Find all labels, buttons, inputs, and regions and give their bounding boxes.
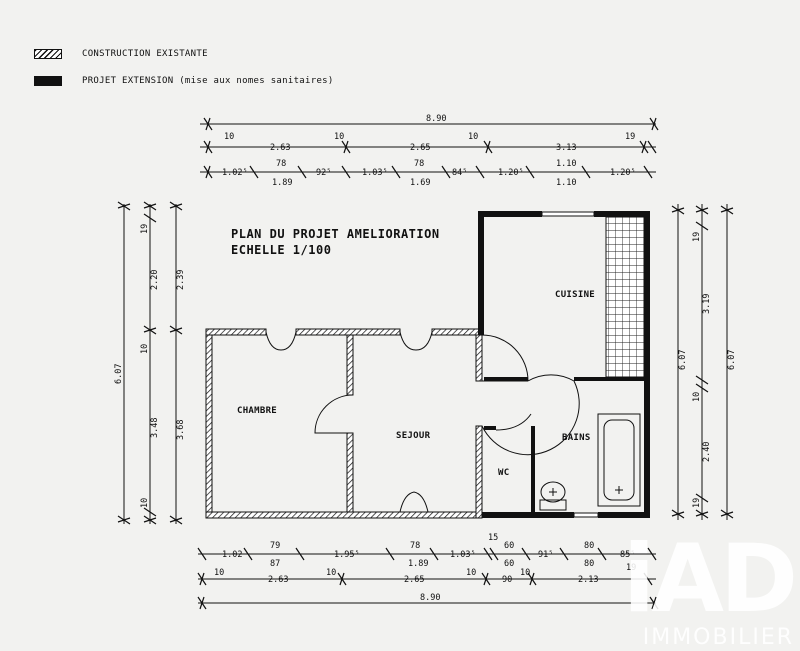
dim-right-c2-2: 10 [692,392,702,402]
dim-left-c2-0: 19 [140,224,150,234]
dim-top-r2-6: 19 [625,132,635,142]
plan-title: PLAN DU PROJET AMELIORATION ECHELLE 1/10… [231,226,440,258]
dim-top-r3b-0: 1.89 [272,178,292,188]
dim-bot-r1-8: 80 [584,541,594,551]
dim-top-r3-8: 1.20⁵ [610,168,636,178]
dim-bot-r1-2: 1.95⁵ [334,550,360,560]
room-label-chambre: CHAMBRE [237,406,278,416]
dim-top-r2-3: 2.65 [410,143,430,153]
iad-logo: iAD [623,525,798,634]
dim-bot-r2-8: 19 [626,563,636,573]
legend-extension-label: PROJET EXTENSION (mise aux nomes sanitai… [82,76,334,86]
right-dimension-labels: 6.07 19 3.19 10 2.40 19 6.07 [678,232,737,508]
dim-right-c2-3: 2.40 [702,442,712,462]
bathtub [597,413,641,507]
dim-bot-r2-7: 2.13 [578,575,598,585]
dim-bot-r1-9: 85⁵ [620,550,635,560]
top-dimension-lines [200,117,659,179]
dim-bot-r1-4: 1.03⁵ [450,550,476,560]
extension-walls [478,211,650,518]
dim-left-c2-3: 3.48 [150,418,160,438]
dim-top-r3-3: 1.03⁵ [362,168,388,178]
existing-walls [205,328,483,519]
dim-top-r3-1: 78 [276,159,286,169]
dim-top-r3-6: 1.20⁵ [498,168,524,178]
dim-bot-r1b-3: 80 [584,559,594,569]
right-dimension-lines [671,204,734,520]
dim-left-c2-1: 2.20 [150,270,160,290]
dim-top-r3-0: 1.02⁵ [222,168,248,178]
dim-top-r2-5: 3.13 [556,143,576,153]
dim-right-c2-4: 19 [692,498,702,508]
legend-existing: CONSTRUCTION EXISTANTE [34,49,208,59]
dim-top-r3-5: 84⁵ [452,168,467,178]
dim-bot-total: 8.90 [420,593,440,603]
dim-left-c2-2: 10 [140,344,150,354]
plan-title-line2: ECHELLE 1/100 [231,243,332,257]
windows [541,211,599,518]
dim-bot-r2-2: 10 [326,568,336,578]
dim-top-r3b-1: 1.69 [410,178,430,188]
dim-bot-r1-6: 60 [504,541,514,551]
dim-left-total: 6.07 [114,364,124,384]
dim-top-r2-2: 10 [334,132,344,142]
room-label-sejour: SEJOUR [396,431,431,441]
room-label-wc: WC [498,468,510,478]
dim-bot-r2-5: 90 [502,575,512,585]
hatch-swatch [34,49,62,59]
dim-bot-r1-5: 15 [488,533,498,543]
dim-bot-r2-1: 2.63 [268,575,288,585]
dim-bot-r2-4: 10 [466,568,476,578]
dim-left-c3-1: 3.68 [176,420,186,440]
dim-left-c2-4: 10 [140,498,150,508]
dim-bot-r1-3: 78 [410,541,420,551]
dim-top-r2-0: 10 [224,132,234,142]
dim-bot-r1-1: 79 [270,541,280,551]
dim-bot-r1-0: 1.02 [222,550,242,560]
dim-right-c1: 6.07 [678,350,688,370]
dim-top-r3b-2: 1.10 [556,178,576,188]
dim-bot-r1b-1: 1.89 [408,559,428,569]
room-label-cuisine: CUISINE [555,290,596,300]
plan-title-line1: PLAN DU PROJET AMELIORATION [231,227,440,241]
top-dimension-labels: 8.90 10 2.63 10 2.65 10 3.13 19 1.02⁵ 78… [222,114,636,188]
bottom-dimension-labels: 1.02 79 1.95⁵ 78 1.03⁵ 15 60 91⁵ 80 85⁵ … [214,533,636,603]
dim-top-r3-4: 78 [414,159,424,169]
dim-right-c3: 6.07 [727,350,737,370]
kitchen-tiles [605,216,645,378]
legend-existing-label: CONSTRUCTION EXISTANTE [82,49,208,59]
left-dimension-labels: 6.07 19 2.20 10 3.48 10 2.39 3.68 [114,224,186,508]
dim-top-r3-7: 1.10 [556,159,576,169]
dim-top-total: 8.90 [426,114,446,124]
dim-bot-r2-6: 10 [520,568,530,578]
dim-top-r3-2: 92⁵ [316,168,331,178]
room-label-bains: BAINS [562,433,591,443]
toilet [539,481,567,511]
left-dimension-lines [117,201,183,525]
dim-left-c3-0: 2.39 [176,270,186,290]
door-swings [265,331,580,513]
dim-bot-r1b-2: 60 [504,559,514,569]
dim-bot-r2-0: 10 [214,568,224,578]
iad-subtitle: IMMOBILIER [642,625,794,650]
dim-right-c2-0: 19 [692,232,702,242]
dim-top-r2-1: 2.63 [270,143,290,153]
dim-bot-r2-3: 2.65 [404,575,424,585]
dim-bot-r1-7: 91⁵ [538,550,553,560]
dim-right-c2-1: 3.19 [702,294,712,314]
bottom-dimension-lines [197,547,659,610]
solid-swatch [34,76,62,86]
dim-top-r2-4: 10 [468,132,478,142]
dim-bot-r1b-0: 87 [270,559,280,569]
legend-extension: PROJET EXTENSION (mise aux nomes sanitai… [34,76,334,86]
iad-watermark: iAD IMMOBILIER [623,525,798,651]
